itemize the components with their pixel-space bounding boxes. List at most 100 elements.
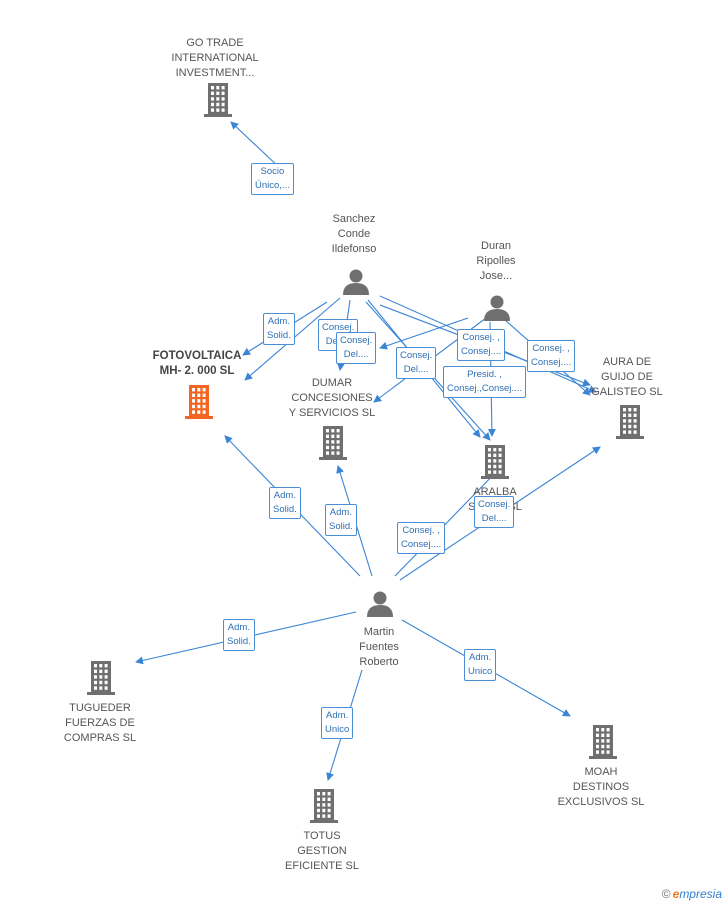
node-label-line: ARALBA <box>473 486 517 498</box>
node-label-line: Ildefonso <box>331 243 377 255</box>
building-icon[interactable] <box>185 385 213 419</box>
relation-label-line: Adm. <box>227 622 250 633</box>
building-icon[interactable] <box>481 445 509 479</box>
relation-label[interactable]: Consej. , Consej.... <box>527 340 576 372</box>
relation-label-line: Solid. <box>227 636 251 647</box>
relation-label-line: Consej. <box>478 499 511 510</box>
relation-label-line: Adm. <box>326 710 349 721</box>
node-label-line: Y SERVICIOS SL <box>288 407 376 419</box>
node-label-line: Martin <box>363 626 395 638</box>
relation-label-line: Consej. , <box>462 332 500 343</box>
relation-label[interactable]: Adm. Solid. <box>223 619 255 651</box>
relation-label-line: Solid. <box>267 330 291 341</box>
node-label-aura[interactable]: AURA DE GUIJO DE GALISTEO SL <box>591 355 663 400</box>
relation-label[interactable]: Consej. Del.... <box>396 347 437 379</box>
relation-label-line: Consej. , <box>402 525 440 536</box>
relation-label-line: Consej. <box>400 350 433 361</box>
node-label-line: Conde <box>337 228 371 240</box>
empresia-brand[interactable]: ©empresia <box>662 887 722 901</box>
relation-label-line: Adm. <box>469 652 492 663</box>
relation-label-line: Consej.,Consej.... <box>447 383 522 394</box>
relation-label[interactable]: Consej. Del.... <box>474 496 515 528</box>
relation-label[interactable]: Presid. ,Consej.,Consej.... <box>443 366 526 398</box>
relation-label-line: Consej. <box>340 335 373 346</box>
node-label-go-trade[interactable]: GO TRADE INTERNATIONAL INVESTMENT... <box>171 36 258 81</box>
building-icon[interactable] <box>310 789 338 823</box>
node-label-line: Ripolles <box>476 255 516 267</box>
relation-label[interactable]: Adm. Unico <box>321 707 354 739</box>
building-icon[interactable] <box>589 725 617 759</box>
relation-label-line: Solid. <box>273 504 297 515</box>
node-label-line: TUGUEDER <box>69 702 131 714</box>
node-label-line: AURA DE <box>602 356 652 368</box>
node-label-line: CONCESIONES <box>291 392 373 404</box>
node-label-line: GESTION <box>297 845 347 857</box>
node-label-line: GALISTEO SL <box>591 386 663 398</box>
node-label-tugueder[interactable]: TUGUEDER FUERZAS DE COMPRAS SL <box>64 701 136 746</box>
relation-label-line: Unico <box>468 666 493 677</box>
relation-label[interactable]: Adm. Solid. <box>325 504 357 536</box>
relation-label[interactable]: Consej. , Consej.... <box>457 329 506 361</box>
relation-label-line: Consej.... <box>531 357 572 368</box>
node-label-line: Jose... <box>479 270 513 282</box>
relation-label-line: Consej.... <box>401 539 442 550</box>
relation-label-line: Unico <box>325 724 350 735</box>
node-label-moah[interactable]: MOAH DESTINOS EXCLUSIVOS SL <box>558 765 645 810</box>
building-icon[interactable] <box>87 661 115 695</box>
edge-line <box>394 467 501 577</box>
relation-label[interactable]: Adm. Unico <box>464 649 497 681</box>
node-label-dumar[interactable]: DUMAR CONCESIONES Y SERVICIOS SL <box>289 376 375 421</box>
person-icon[interactable] <box>484 295 510 322</box>
node-label-line: EFICIENTE SL <box>285 860 359 872</box>
person-icon[interactable] <box>343 269 369 296</box>
node-label-line: DESTINOS <box>572 781 630 793</box>
relation-label-line: Del.... <box>481 513 507 524</box>
brand-name: mpresia <box>679 887 722 901</box>
icon-layer <box>87 83 644 823</box>
relation-label[interactable]: Consej. , Consej.... <box>397 522 446 554</box>
node-label-line: EXCLUSIVOS SL <box>557 796 645 808</box>
node-label-line: Duran <box>481 240 511 252</box>
relation-label-line: Adm. <box>267 316 290 327</box>
node-label-line: FUERZAS DE <box>65 717 135 729</box>
relation-label[interactable]: Adm. Solid. <box>263 313 295 345</box>
relation-label-line: Socio <box>260 166 285 177</box>
node-label-line: GO TRADE <box>186 37 244 49</box>
node-label-line: Sanchez <box>332 213 376 225</box>
node-label-line: INTERNATIONAL <box>171 52 259 64</box>
relation-label-line: Solid. <box>329 521 353 532</box>
relation-label-line: Consej.... <box>461 346 502 357</box>
building-icon[interactable] <box>319 426 347 460</box>
node-label-line: Roberto <box>359 656 399 668</box>
node-label-line: DUMAR <box>311 377 353 389</box>
building-icon[interactable] <box>204 83 232 117</box>
edge-line <box>230 121 283 171</box>
node-label-line: MH- 2. 000 SL <box>159 365 235 377</box>
building-icon[interactable] <box>616 405 644 439</box>
node-label-line: GUIJO DE <box>601 371 653 383</box>
relation-label-line: Consej. <box>322 322 355 333</box>
node-label-line: Fuentes <box>359 641 399 653</box>
relation-label-line: Del.... <box>403 364 429 375</box>
node-label-line: COMPRAS SL <box>63 732 137 744</box>
node-label-line: INVESTMENT... <box>175 67 255 79</box>
relation-label-line: Del.... <box>343 349 369 360</box>
person-icon[interactable] <box>367 591 393 618</box>
node-label-line: MOAH <box>584 766 618 778</box>
edge-line <box>379 317 469 350</box>
node-label-line: FOTOVOLTAICA <box>152 350 242 362</box>
relation-label-line: Consej. , <box>532 343 570 354</box>
copyright-icon: © <box>661 887 671 901</box>
brand-initial: e <box>672 887 680 901</box>
relation-label-line: Adm. <box>329 507 352 518</box>
relation-label[interactable]: Consej. Del.... <box>336 332 377 364</box>
relation-label-line: Adm. <box>273 490 296 501</box>
node-label-fotovoltaica[interactable]: FOTOVOLTAICA MH- 2. 000 SL <box>153 349 242 379</box>
relation-label-line: Único,... <box>255 180 290 191</box>
relation-label[interactable]: Adm. Solid. <box>269 487 301 519</box>
